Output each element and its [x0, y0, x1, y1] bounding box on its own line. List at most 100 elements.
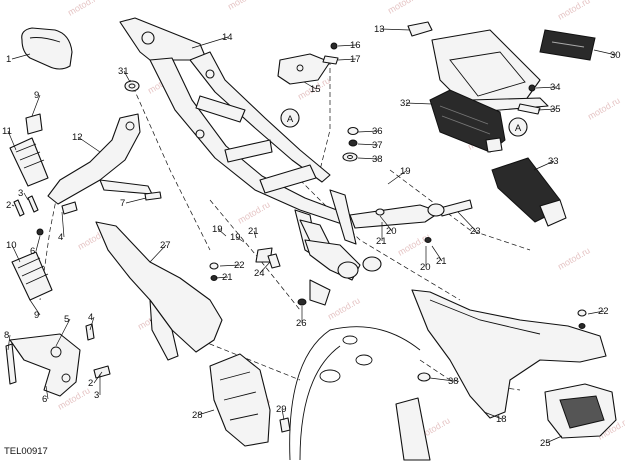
callout-leader — [219, 264, 241, 267]
bolt-2 — [13, 199, 25, 217]
callout-leader — [379, 28, 411, 31]
callout-extra-19: 19 — [212, 224, 223, 235]
watermark: motod.ru — [396, 231, 432, 257]
callout-27: 27 — [160, 240, 171, 251]
callout-leader — [123, 70, 131, 83]
callout-36: 36 — [372, 126, 383, 137]
callout-leader — [337, 58, 357, 61]
watermark: motod.ru — [226, 0, 262, 12]
callout-15: 15 — [310, 84, 321, 95]
left-side-panel — [95, 221, 223, 361]
callout-leader — [11, 244, 21, 263]
callout-leader — [537, 108, 557, 111]
callout-7: 7 — [120, 198, 125, 209]
tail-light-lens — [544, 383, 617, 439]
callout-leader — [217, 228, 227, 237]
callout-29: 29 — [276, 404, 287, 415]
callout-21: 21 — [376, 236, 387, 247]
watermark: motod.ru — [386, 0, 422, 16]
callout-leader — [11, 53, 31, 60]
callout-30: 30 — [610, 50, 621, 61]
callout-extra-6: 6 — [30, 246, 35, 257]
washer-20 — [375, 208, 385, 216]
lower-bracket — [9, 333, 81, 397]
callout-25: 25 — [540, 438, 551, 449]
callout-leader — [77, 136, 101, 153]
callout-leader — [215, 276, 229, 279]
callout-17: 17 — [350, 54, 361, 65]
callout-extra-21: 21 — [436, 256, 447, 267]
callout-extra-19: 19 — [230, 232, 241, 243]
callout-16: 16 — [350, 40, 361, 51]
callout-22: 22 — [234, 260, 245, 271]
callout-28: 28 — [192, 410, 203, 421]
callout-leader — [357, 143, 379, 146]
clip — [407, 21, 433, 37]
callout-layer: 1234567891011121314151617181920212223242… — [2, 24, 621, 449]
callout-leader — [93, 371, 103, 384]
callout-11: 11 — [2, 126, 12, 137]
callout-4: 4 — [88, 312, 93, 323]
nut — [330, 42, 338, 50]
tail-tray — [431, 29, 549, 113]
bolt-3 — [27, 195, 39, 213]
callout-leader — [387, 170, 407, 185]
seat-pad-edge — [29, 37, 61, 43]
callout-35: 35 — [550, 104, 561, 115]
callout-34: 34 — [550, 82, 561, 93]
watermark: motod.ru — [66, 0, 102, 18]
callout-leader — [357, 130, 379, 133]
callout-10: 10 — [6, 240, 17, 251]
callout-5: 5 — [64, 314, 69, 325]
right-fastener-stack — [577, 309, 587, 329]
light-block — [491, 157, 567, 227]
callout-12: 12 — [72, 132, 83, 143]
callout-leader — [429, 377, 455, 382]
cover-plate-edge — [551, 41, 585, 48]
fastener-stack — [342, 126, 359, 162]
bolt-24 — [267, 253, 281, 269]
callout-leader — [379, 215, 393, 232]
pin-4b — [85, 323, 95, 341]
callout-extra-21: 21 — [248, 226, 259, 237]
screw-29 — [279, 417, 291, 433]
hex-bolt — [517, 103, 541, 115]
watermark: motod.ru — [326, 295, 362, 321]
callout-extra-38: 38 — [448, 376, 459, 387]
callout-20: 20 — [386, 226, 397, 237]
callout-extra-2: 2 — [6, 200, 11, 211]
callout-leader — [149, 244, 167, 263]
section-marker-1: A — [280, 108, 300, 128]
callout-leader — [23, 192, 29, 201]
callout-31: 31 — [118, 66, 129, 77]
callout-leader — [593, 49, 617, 56]
callout-32: 32 — [400, 98, 411, 109]
right-side-panel — [411, 289, 607, 419]
bolt-23 — [439, 199, 473, 217]
callout-leader — [533, 160, 555, 171]
callout-18: 18 — [496, 414, 507, 425]
lower-cover — [209, 353, 271, 447]
screw — [528, 84, 536, 92]
watermark: motod.ru — [556, 0, 592, 22]
nut-26 — [297, 298, 307, 306]
watermark: motod.ru — [556, 245, 592, 271]
callout-leader — [89, 316, 95, 331]
mount-bracket — [277, 53, 331, 85]
callout-13: 13 — [374, 24, 385, 35]
small-bracket — [25, 113, 43, 135]
washer-6 — [36, 228, 44, 236]
callout-6: 6 — [42, 394, 47, 405]
callout-leader — [357, 157, 379, 160]
callout-19: 19 — [400, 166, 411, 177]
callout-extra-21: 21 — [222, 272, 233, 283]
callout-leader — [55, 318, 71, 347]
callout-leader — [31, 94, 41, 117]
watermark: motod.ru — [236, 199, 272, 225]
callout-extra-4: 4 — [58, 232, 63, 243]
callout-leader — [7, 334, 11, 351]
callout-26: 26 — [296, 318, 307, 329]
washer-22 — [209, 262, 219, 270]
